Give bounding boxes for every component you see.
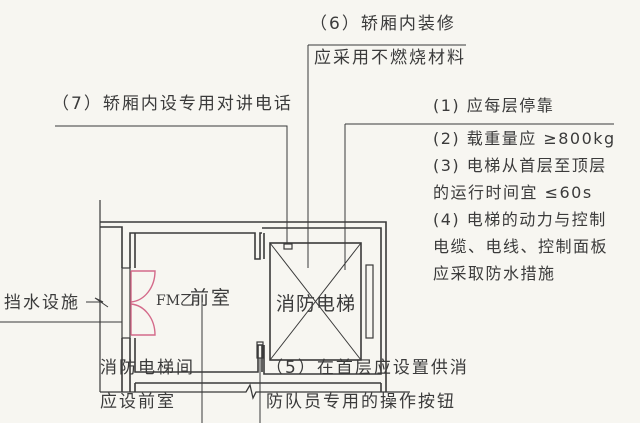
water-barrier-label: 挡水设施	[4, 293, 80, 313]
front-room-note-line-2: 应设前室	[100, 392, 176, 412]
note-7: （7）轿厢内设专用对讲电话	[52, 94, 293, 114]
elevator-shaft-wall	[262, 227, 382, 375]
front-room-label: 前室	[190, 287, 233, 309]
fire-door-icon	[130, 270, 156, 336]
note-5-line-2: 防队员专用的操作按钮	[266, 392, 456, 412]
note-6-line-1: （6）轿厢内装修	[310, 14, 456, 34]
requirement-4: (4) 电梯的动力与控制	[433, 210, 607, 229]
requirement-1: (1) 应每层停靠	[433, 96, 555, 115]
front-room-note-line-1-visible: 消防电梯间	[100, 358, 195, 378]
requirement-4-cont-2: 应采取防水措施	[433, 264, 556, 283]
requirement-2: (2) 载重量应 ≥800kg	[433, 129, 616, 148]
control-panel-icon	[365, 264, 374, 339]
requirement-3-cont: 的运行时间宜 ≤60s	[433, 183, 593, 202]
elevator-car	[269, 242, 362, 361]
requirement-4-cont-1: 电缆、电线、控制面板	[433, 237, 609, 256]
elevator-car-cross	[269, 242, 362, 361]
requirement-3: (3) 电梯从首层至顶层	[433, 156, 607, 175]
outer-top-wall	[100, 221, 387, 392]
elevator-requirements-list: (1) 应每层停靠 (2) 载重量应 ≥800kg (3) 电梯从首层至顶层 的…	[433, 92, 616, 287]
intercom-phone-icon	[283, 243, 293, 250]
note-5-line-1: （5）在首层应设置供消	[266, 358, 469, 378]
note-6-line-2: 应采用不燃烧材料	[314, 48, 466, 68]
door-frame	[121, 267, 131, 339]
base-line	[100, 383, 410, 400]
door-code-label: FM乙	[156, 293, 195, 309]
elevator-label: 消防电梯	[276, 293, 357, 315]
